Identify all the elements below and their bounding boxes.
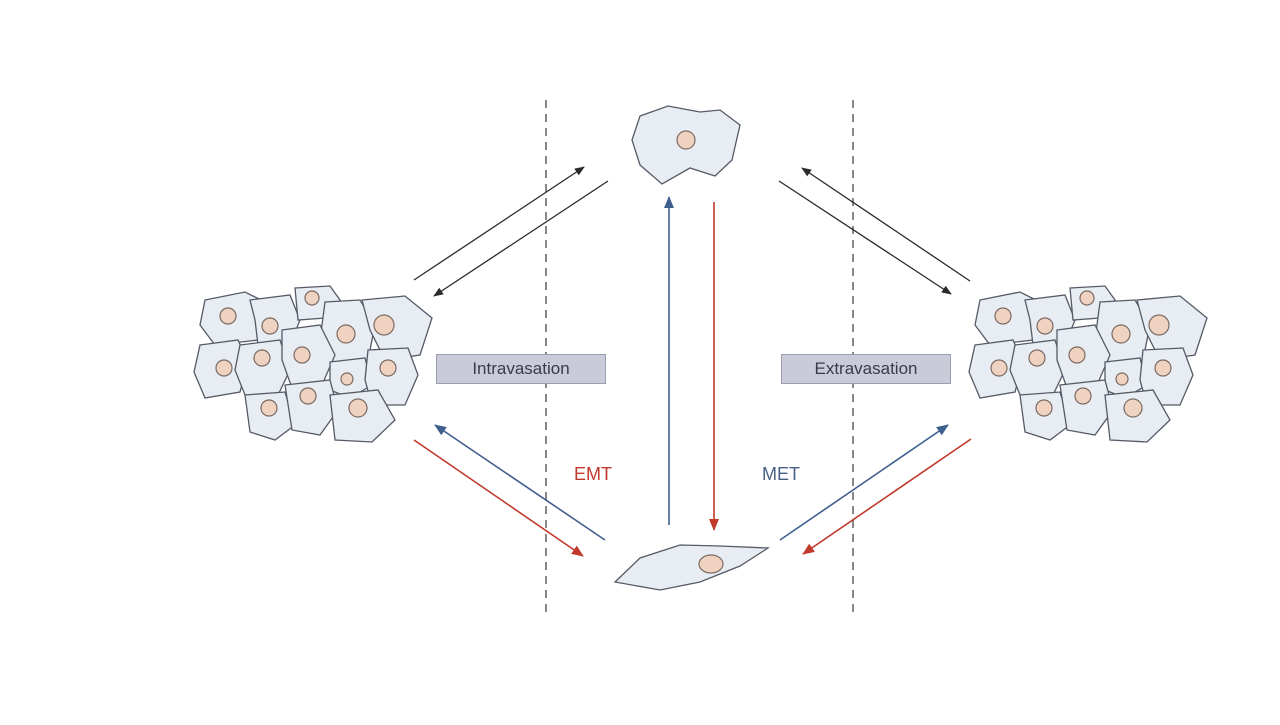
- right-epithelial-cluster: [968, 285, 1208, 443]
- arrow-left-to-top: [413, 166, 585, 281]
- met-label: MET: [762, 464, 800, 484]
- bottom-mesenchymal-cell: [613, 544, 771, 591]
- arrow-top-to-left: [433, 180, 609, 297]
- arrow-top-to-right: [778, 180, 952, 295]
- emt-label: EMT: [574, 464, 612, 484]
- top-circulating-cell: [631, 105, 741, 185]
- left-epithelial-cluster: [193, 285, 433, 443]
- arrow-blue-left: [434, 424, 606, 541]
- arrow-met-blue-right: [779, 424, 949, 541]
- extravasation-label: Extravasation: [781, 354, 951, 384]
- arrow-right-to-top: [801, 167, 971, 282]
- arrow-red-right: [802, 438, 972, 555]
- intravasation-label: Intravasation: [436, 354, 606, 384]
- arrow-emt-red-left: [413, 439, 584, 557]
